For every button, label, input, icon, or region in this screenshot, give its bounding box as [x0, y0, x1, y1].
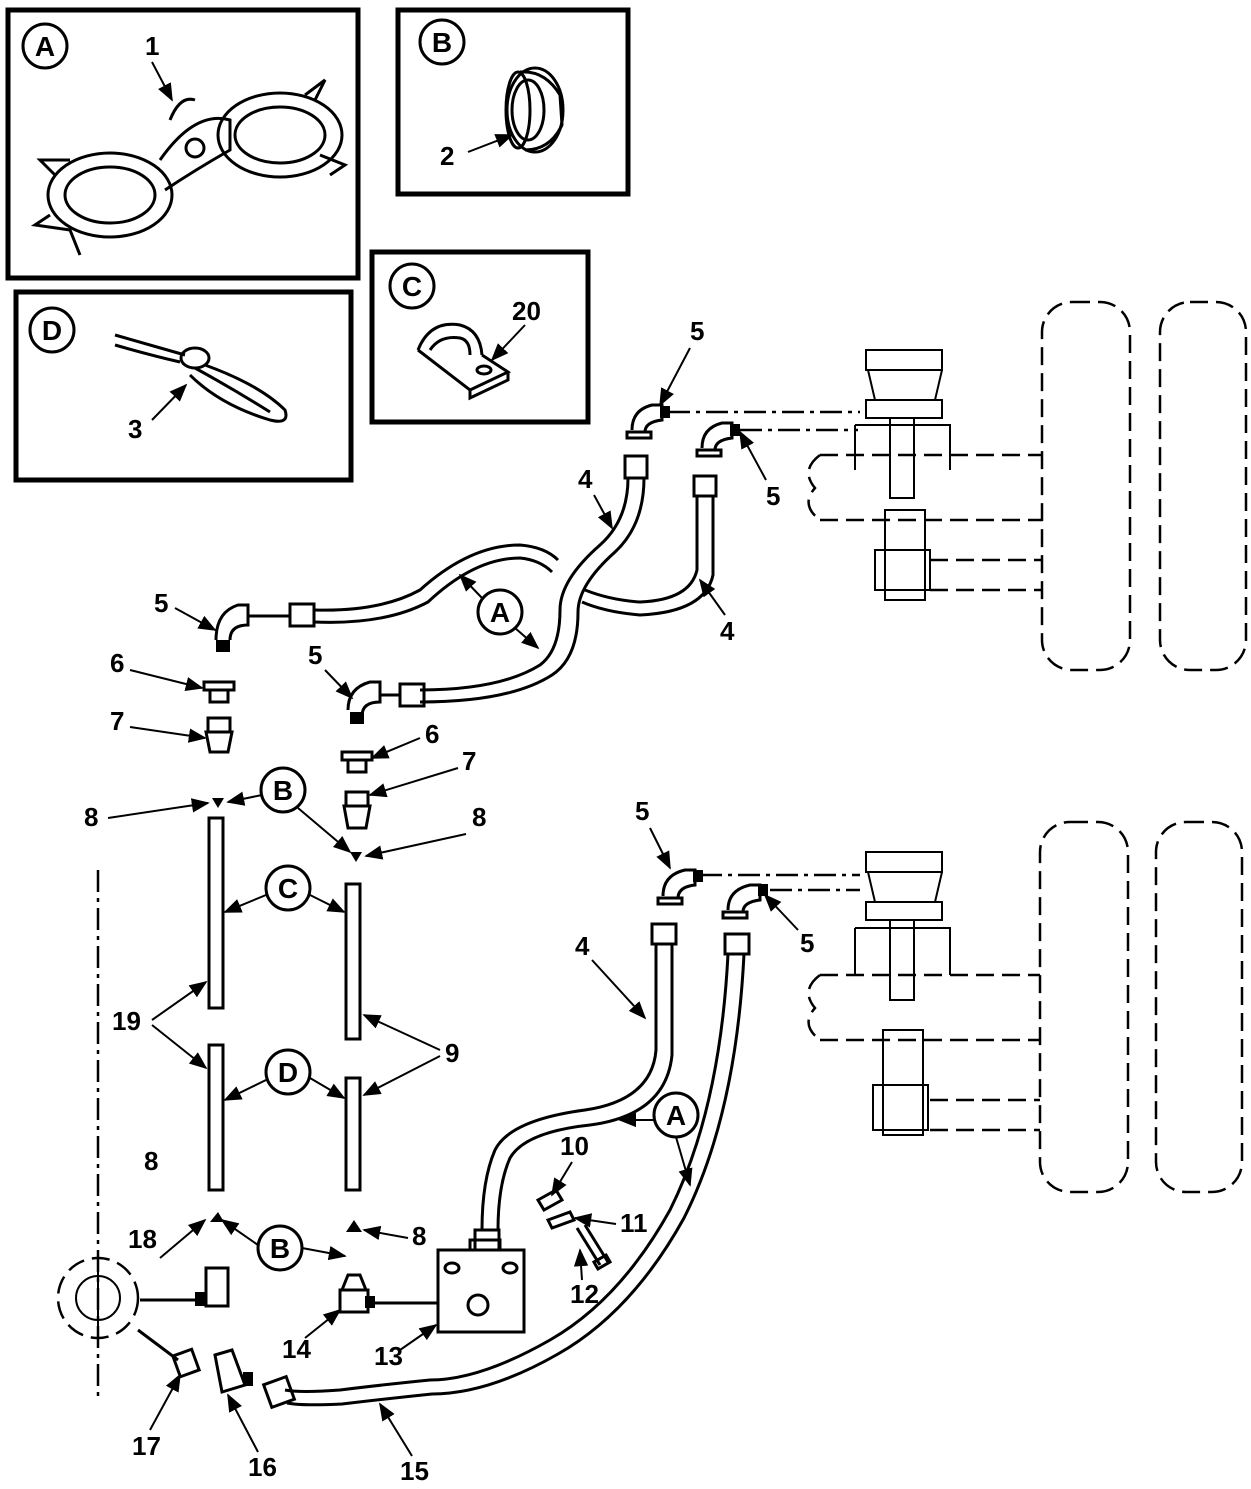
label-8a: 8 — [84, 802, 98, 832]
label-5d: 5 — [308, 640, 322, 670]
detail-b-letter: B — [432, 27, 452, 58]
elbow-fitting-5d — [346, 680, 400, 724]
upper-brake-chamber — [854, 349, 1042, 601]
label-8b: 8 — [472, 802, 486, 832]
detail-b-part-label: 2 — [440, 141, 454, 171]
detail-a-part-label: 1 — [145, 31, 159, 61]
callout-d: D — [223, 1048, 346, 1101]
label-13: 13 — [374, 1341, 403, 1371]
label-17: 17 — [132, 1431, 161, 1461]
valve-block-13 — [436, 1238, 526, 1334]
detail-box-b: B 2 — [395, 7, 631, 197]
elbow-fitting-5a — [625, 403, 670, 440]
label-14: 14 — [282, 1334, 311, 1364]
fitting-14 — [338, 1273, 375, 1314]
detail-a-letter: A — [35, 31, 55, 62]
label-8d: 8 — [412, 1221, 426, 1251]
detail-d-part-label: 3 — [128, 414, 142, 444]
elbow-fitting-5b — [695, 421, 740, 458]
label-5a: 5 — [690, 316, 704, 346]
upper-axle-assembly — [807, 300, 1248, 672]
lower-brake-chamber — [854, 851, 1040, 1136]
coupling-16-17 — [170, 1347, 253, 1394]
elbow-fitting-5c — [214, 603, 290, 652]
svg-text:C: C — [278, 873, 298, 904]
svg-text:A: A — [490, 597, 510, 628]
cable-tie-icon — [114, 333, 288, 423]
detail-box-c: C 20 — [369, 249, 591, 425]
double-clamp-icon — [30, 78, 349, 256]
center-fitting-stack — [338, 750, 438, 1314]
label-12: 12 — [570, 1279, 599, 1309]
callout-a-upper: A — [458, 573, 540, 650]
label-19: 19 — [112, 1006, 141, 1036]
label-7a: 7 — [110, 706, 124, 736]
label-4a: 4 — [578, 464, 593, 494]
label-15: 15 — [400, 1456, 429, 1486]
grommet-icon — [504, 66, 565, 154]
detail-c-letter: C — [402, 271, 422, 302]
label-6b: 6 — [425, 719, 439, 749]
part-number-labels: 5 5 4 4 5 5 6 7 6 7 8 8 19 9 5 5 4 10 — [84, 316, 814, 1486]
callout-c: C — [223, 864, 346, 913]
label-4c: 4 — [575, 931, 590, 961]
label-10: 10 — [560, 1131, 589, 1161]
label-9: 9 — [445, 1038, 459, 1068]
callout-b-upper: B — [226, 766, 352, 854]
detail-c-part-label: 20 — [512, 296, 541, 326]
detail-d-letter: D — [42, 315, 62, 346]
tube-clamp-icon — [416, 322, 512, 401]
svg-text:D: D — [278, 1057, 298, 1088]
elbow-fitting-5f — [721, 883, 768, 920]
label-18: 18 — [128, 1224, 157, 1254]
air-tank-outline — [56, 870, 179, 1398]
left-fitting-stack — [140, 680, 236, 1308]
label-8c: 8 — [144, 1146, 158, 1176]
hardware-10-11-12 — [535, 1187, 613, 1272]
callout-b-lower: B — [220, 1218, 347, 1272]
label-4b: 4 — [720, 616, 735, 646]
svg-text:A: A — [666, 1100, 686, 1131]
upper-hoses — [214, 403, 860, 724]
detail-box-d: D 3 — [13, 289, 354, 483]
detail-box-a: A 1 — [5, 7, 361, 281]
svg-text:B: B — [270, 1233, 290, 1264]
label-16: 16 — [248, 1452, 277, 1482]
label-11: 11 — [620, 1208, 648, 1238]
svg-text:B: B — [273, 775, 293, 806]
label-7b: 7 — [462, 746, 476, 776]
label-5f: 5 — [800, 928, 814, 958]
label-5b: 5 — [766, 481, 780, 511]
callout-a-lower: A — [618, 1091, 700, 1187]
fitting-18 — [195, 1266, 230, 1308]
label-5e: 5 — [635, 796, 649, 826]
lower-axle-assembly — [807, 820, 1244, 1194]
label-6a: 6 — [110, 648, 124, 678]
label-5c: 5 — [154, 588, 168, 618]
elbow-fitting-5e — [656, 868, 703, 906]
